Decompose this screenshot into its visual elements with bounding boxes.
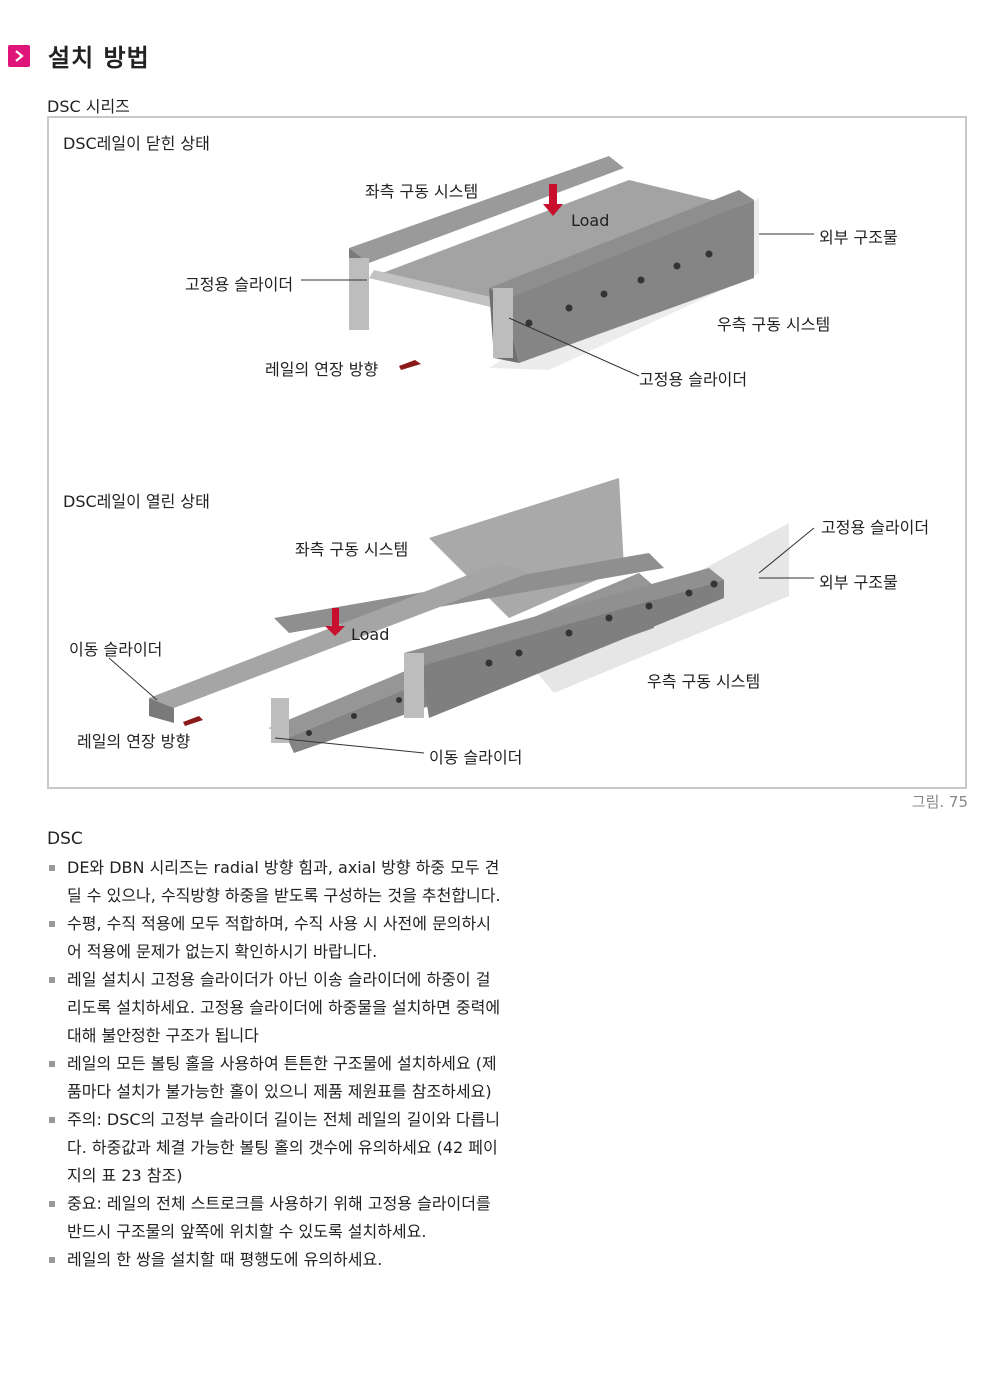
list-item: 레일의 한 쌍을 설치할 때 평행도에 유의하세요. xyxy=(47,1246,502,1274)
open-moving-slider-left-label: 이동 슬라이더 xyxy=(69,640,163,659)
dsc-heading: DSC xyxy=(47,829,83,849)
closed-left-drive-label: 좌측 구동 시스템 xyxy=(365,182,479,201)
list-item: DE와 DBN 시리즈는 radial 방향 힘과, axial 방향 하중 모… xyxy=(47,854,502,910)
page-title: 설치 방법 xyxy=(48,44,150,72)
list-item: 레일의 모든 볼팅 홀을 사용하여 튼튼한 구조물에 설치하세요 (제품마다 설… xyxy=(47,1050,502,1106)
list-item: 주의: DSC의 고정부 슬라이더 길이는 전체 레일의 길이와 다릅니다. 하… xyxy=(47,1106,502,1190)
section-header: 설치 방법 xyxy=(8,38,150,73)
closed-outer-structure-label: 외부 구조물 xyxy=(819,228,898,247)
rail-illustration xyxy=(108,156,815,754)
figure-caption: 그림. 75 xyxy=(911,793,968,811)
open-state-title: DSC레일이 열린 상태 xyxy=(63,492,210,511)
chevron-right-icon xyxy=(8,44,30,67)
closed-fixed-slider-left-label: 고정용 슬라이더 xyxy=(185,275,294,294)
list-item: 수평, 수직 적용에 모두 적합하며, 수직 사용 시 사전에 문의하시어 적용… xyxy=(47,910,502,966)
closed-right-drive-label: 우측 구동 시스템 xyxy=(717,315,831,334)
list-item: 레일 설치시 고정용 슬라이더가 아닌 이송 슬라이더에 하중이 걸리도록 설치… xyxy=(47,966,502,1050)
figure-box: DSC레일이 닫힌 상태 좌측 구동 시스템 Load 외부 구조물 고정용 슬… xyxy=(47,116,967,789)
closed-fixed-slider-bottom-label: 고정용 슬라이더 xyxy=(639,370,748,389)
open-left-drive-label: 좌측 구동 시스템 xyxy=(295,540,409,559)
open-fixed-slider-label: 고정용 슬라이더 xyxy=(821,518,930,537)
notes-list: DE와 DBN 시리즈는 radial 방향 힘과, axial 방향 하중 모… xyxy=(47,854,502,1274)
series-label: DSC 시리즈 xyxy=(47,97,130,116)
closed-extension-label: 레일의 연장 방향 xyxy=(265,360,379,379)
closed-load-label: Load xyxy=(571,211,610,230)
list-item: 중요: 레일의 전체 스트로크를 사용하기 위해 고정용 슬라이더를 반드시 구… xyxy=(47,1190,502,1246)
open-outer-structure-label: 외부 구조물 xyxy=(819,573,898,592)
open-moving-slider-bottom-label: 이동 슬라이더 xyxy=(429,748,523,767)
closed-state-title: DSC레일이 닫힌 상태 xyxy=(63,134,210,153)
open-load-label: Load xyxy=(351,625,390,644)
open-extension-label: 레일의 연장 방향 xyxy=(77,732,191,751)
open-right-drive-label: 우측 구동 시스템 xyxy=(647,672,761,691)
